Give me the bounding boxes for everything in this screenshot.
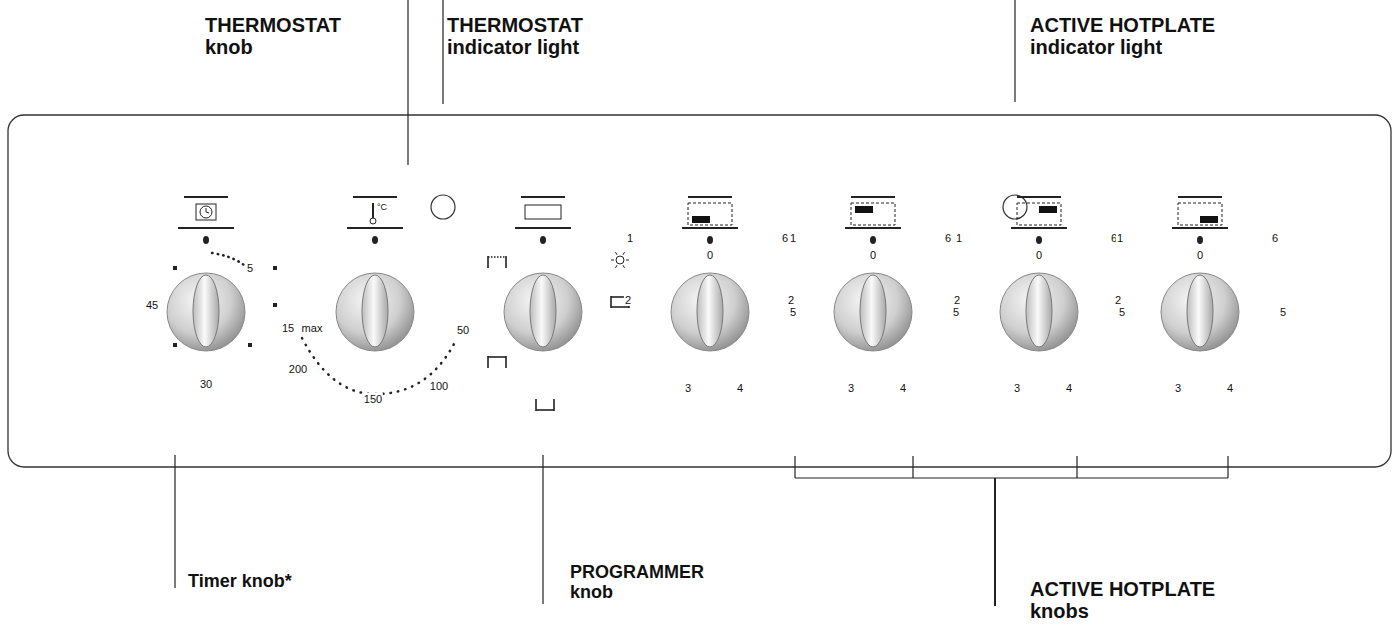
control-knob: [1161, 197, 1239, 351]
scale-number: 5: [789, 306, 797, 318]
scale-number: 1: [626, 232, 634, 244]
scale-mark: [273, 266, 277, 270]
thermometer-symbol: [370, 218, 376, 224]
control-knob: [167, 197, 245, 351]
hotplate-symbol: [1017, 203, 1061, 225]
indicator-light: [1003, 195, 1027, 219]
thermometer-symbol: [372, 203, 374, 218]
callout-label: Timer knob*: [188, 572, 292, 592]
scale-number: 3: [1174, 382, 1182, 394]
scale-number: 5: [952, 306, 960, 318]
scale-number: 4: [1065, 382, 1073, 394]
leader-line: [542, 455, 543, 604]
scale-number: 1: [1116, 232, 1124, 244]
bracket-line: [1076, 456, 1077, 478]
bracket-line: [912, 456, 913, 478]
scale-number: 4: [899, 382, 907, 394]
scale-number: 30: [199, 378, 213, 390]
scale-mark: [273, 303, 277, 307]
control-knob: [1000, 197, 1078, 351]
scale-mark: [173, 266, 177, 270]
scale-number: 1: [789, 232, 797, 244]
scale-number: 200: [288, 363, 308, 375]
scale-mark: [173, 343, 177, 347]
bracket-line: [795, 477, 1228, 478]
scale-number: 5: [246, 262, 254, 274]
scale-number: 2: [1114, 294, 1122, 306]
scale-number: 0: [1035, 249, 1043, 261]
control-knob: [834, 197, 912, 351]
scale-number: 3: [684, 382, 692, 394]
bracket-line: [1227, 456, 1228, 478]
control-knob: [336, 197, 414, 351]
scale-number: 15: [281, 322, 295, 334]
scale-number: 5: [1279, 306, 1287, 318]
hotplate-symbol: [851, 203, 895, 225]
callout-label: THERMOSTAT indicator light: [447, 14, 612, 58]
bracket-line: [794, 456, 795, 478]
scale-number: 0: [1196, 249, 1204, 261]
control-knob: [671, 197, 749, 351]
scale-arc: [302, 338, 456, 394]
leader-line: [174, 455, 175, 588]
scale-number: 6: [944, 232, 952, 244]
scale-number: 150: [363, 393, 383, 405]
indicator-light: [431, 195, 455, 219]
unit-label: °C: [376, 203, 388, 213]
leader-line: [1014, 0, 1015, 102]
clock-symbol: [206, 208, 209, 213]
scale-number: 5: [1118, 306, 1126, 318]
lamp-symbol: [611, 252, 629, 268]
scale-number: 100: [429, 380, 449, 392]
scale-number: 1: [955, 232, 963, 244]
callout-label: PROGRAMMER knob: [570, 563, 720, 603]
callout-label: THERMOSTAT knob: [205, 14, 350, 58]
scale-arc: [212, 253, 244, 265]
bracket-line: [994, 478, 996, 606]
scale-number: 3: [1013, 382, 1021, 394]
scale-number: 0: [869, 249, 877, 261]
clock-symbol: [200, 206, 212, 218]
scale-number: 4: [736, 382, 744, 394]
hotplate-symbol: [688, 203, 732, 225]
function-symbol: [488, 356, 506, 368]
leader-line: [407, 0, 408, 165]
scale-number: 6: [1271, 232, 1279, 244]
scale-number: 4: [1226, 382, 1234, 394]
scale-number: 6: [781, 232, 789, 244]
scale-number: 0: [706, 249, 714, 261]
callout-label: ACTIVE HOTPLATE indicator light: [1030, 14, 1245, 58]
scale-number: 50: [456, 324, 470, 336]
scale-mark: [248, 343, 252, 347]
function-symbol: [488, 256, 506, 268]
scale-number: 3: [847, 382, 855, 394]
clock-symbol: [196, 204, 216, 220]
callout-label: ACTIVE HOTPLATE knobs: [1030, 578, 1245, 622]
scale-number: 45: [145, 299, 159, 311]
scale-number: 2: [787, 294, 795, 306]
control-knob: [504, 197, 582, 351]
control-panel: [8, 115, 1391, 467]
scale-number: 2: [953, 294, 961, 306]
leader-line: [442, 0, 443, 104]
scale-number: 2: [624, 294, 632, 306]
hotplate-symbol: [1178, 203, 1222, 225]
scale-number: max: [301, 322, 324, 334]
oven-symbol: [525, 205, 561, 219]
function-symbol: [536, 399, 554, 411]
